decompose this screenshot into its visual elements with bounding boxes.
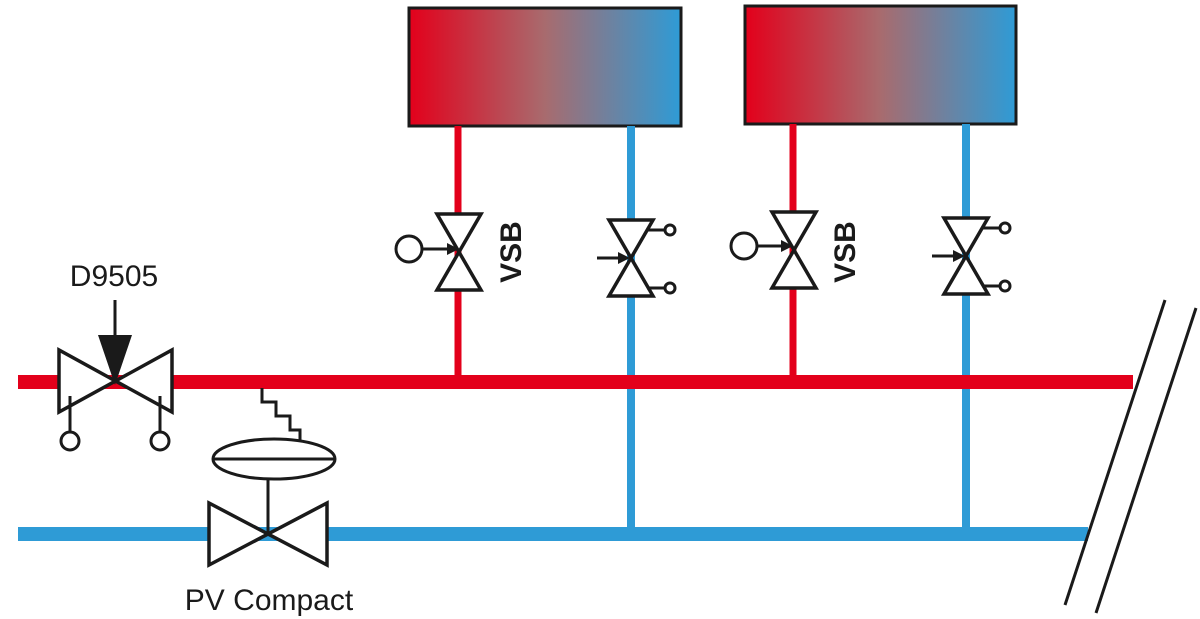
valve-bowtie-icon: [207, 500, 329, 568]
actuator-arrow-icon: [98, 335, 132, 385]
impulse-tube-icon: [260, 388, 302, 446]
measuring-nipple-icon: [998, 279, 1012, 293]
radiator-2-icon: [743, 4, 1018, 126]
return-valve-2: [932, 216, 1012, 296]
handwheel-circle-icon: [729, 231, 759, 261]
handwheel-circle-icon: [394, 234, 424, 264]
pv-compact-regulator: [207, 437, 337, 568]
measuring-nipple-icon: [149, 430, 171, 452]
balancing-valve-d9505: [57, 300, 174, 452]
valve-bowtie-icon: [605, 218, 657, 298]
radiator-1-icon: [407, 6, 683, 128]
measuring-nipple-icon: [663, 223, 677, 237]
vsb-label-2: VSB: [829, 221, 862, 283]
measuring-nipple-icon: [998, 221, 1012, 235]
vsb-label-1: VSB: [495, 221, 528, 283]
valve-bowtie-icon: [768, 210, 820, 290]
valve-bowtie-icon: [940, 216, 992, 296]
pv-compact-label: PV Compact: [185, 584, 354, 617]
vsb-valve-2: [729, 210, 820, 290]
balancing-valve-label: D9505: [70, 260, 158, 293]
vsb-valve-1: [394, 212, 485, 292]
measuring-nipple-icon: [663, 281, 677, 295]
return-valve-1: [597, 218, 677, 298]
valve-bowtie-icon: [433, 212, 485, 292]
measuring-nipple-icon: [59, 430, 81, 452]
pipe-break-icon: [1063, 299, 1198, 614]
